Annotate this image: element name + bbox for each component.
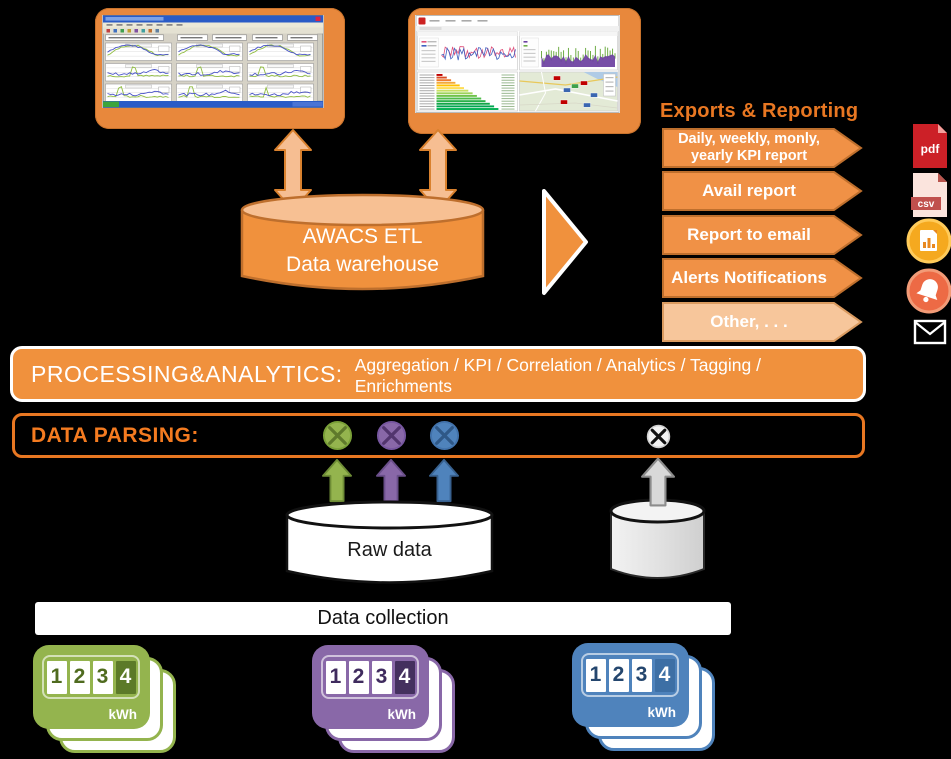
- meter-digit: 2: [608, 658, 629, 692]
- export-item-other: Other, . . .: [662, 302, 863, 342]
- alert-bell-icon: [906, 268, 951, 314]
- raw-data-cylinder: Raw data: [285, 499, 494, 592]
- flow-right-arrow-icon: [542, 189, 588, 295]
- exports-title: Exports & Reporting: [660, 100, 859, 122]
- data-parsing-banner: DATA PARSING:: [12, 413, 865, 458]
- meter-digit: 1: [46, 660, 67, 694]
- svg-text:pdf: pdf: [921, 142, 941, 156]
- meter-card-front: 1 2 3 4 kWh: [572, 643, 689, 727]
- meter-card-front: 1 2 3 4 kWh: [312, 645, 429, 729]
- meter-unit-label: kWh: [387, 707, 417, 722]
- export-item-report-email: Report to email: [662, 215, 863, 255]
- data-parsing-title: DATA PARSING:: [31, 423, 199, 447]
- processing-analytics-banner: PROCESSING&ANALYTICS: Aggregation / KPI …: [10, 346, 866, 402]
- blue-parser-icon: [429, 420, 460, 451]
- meter-digit: 3: [371, 660, 392, 694]
- purple-meter-stack: 1 2 3 4 kWh: [312, 645, 457, 755]
- export-item-alerts: Alerts Notifications: [662, 258, 863, 298]
- blue-up-arrow-icon: [429, 458, 459, 503]
- csv-file-icon: csv: [911, 173, 947, 217]
- meter-digit: 3: [92, 660, 113, 694]
- gray-up-arrow-icon: [641, 457, 675, 507]
- analytics-dashboard-screenshot: [408, 8, 641, 134]
- export-label-line1: Daily, weekly, monly,: [678, 131, 820, 148]
- meter-digit: 4: [654, 658, 675, 692]
- cylinder-shape: [240, 193, 485, 291]
- export-item-label: Daily, weekly, monly, yearly KPI report: [662, 128, 836, 168]
- email-envelope-icon: [913, 319, 947, 345]
- svg-text:csv: csv: [918, 199, 935, 210]
- green-parser-icon: [322, 420, 353, 451]
- meter-digit: 4: [394, 660, 415, 694]
- arrow-banner-shape: [662, 302, 863, 342]
- green-up-arrow-icon: [322, 458, 352, 503]
- meter-digit-display: 1 2 3 4: [581, 653, 679, 697]
- meter-card-front: 1 2 3 4 kWh: [33, 645, 150, 729]
- chart-report-icon: [906, 218, 951, 264]
- meter-digit: 3: [631, 658, 652, 692]
- data-collection-bar: Data collection: [35, 602, 731, 635]
- export-item-label: Alerts Notifications: [671, 268, 827, 288]
- legacy-charts-thumbnail: [102, 15, 324, 108]
- meter-digit: 2: [348, 660, 369, 694]
- green-meter-stack: 1 2 3 4 kWh: [33, 645, 178, 755]
- external-data-cylinder: [609, 498, 706, 579]
- meter-unit-label: kWh: [647, 705, 677, 720]
- arrow-banner-shape: [662, 215, 863, 255]
- data-collection-label: Data collection: [317, 607, 449, 629]
- export-item-label: Report to email: [687, 225, 811, 245]
- meter-digit: 1: [325, 660, 346, 694]
- legacy-charts-screenshot: [95, 8, 345, 129]
- raw-data-label: Raw data: [347, 539, 432, 561]
- purple-parser-icon: [376, 420, 407, 451]
- pdf-file-icon: pdf: [913, 124, 947, 168]
- generic-parser-icon: [646, 424, 671, 449]
- export-item-avail-report: Avail report: [662, 171, 863, 211]
- meter-digit: 1: [585, 658, 606, 692]
- export-item-label: Avail report: [702, 181, 796, 201]
- meter-digit: 2: [69, 660, 90, 694]
- meter-digit-display: 1 2 3 4: [42, 655, 140, 699]
- meter-digit-display: 1 2 3 4: [321, 655, 419, 699]
- processing-title: PROCESSING&ANALYTICS:: [31, 360, 343, 387]
- warehouse-title-line1: AWACS ETL: [302, 225, 423, 248]
- purple-up-arrow-icon: [376, 458, 406, 503]
- meter-unit-label: kWh: [108, 707, 138, 722]
- export-item-kpi-report: Daily, weekly, monly, yearly KPI report: [662, 128, 863, 168]
- arrow-banner-shape: [662, 171, 863, 211]
- export-item-label: Other, . . .: [710, 312, 788, 332]
- meter-digit: 4: [115, 660, 136, 694]
- blue-meter-stack: 1 2 3 4 kWh: [572, 643, 717, 753]
- arrow-banner-shape: [662, 258, 863, 298]
- cylinder-shape: [285, 500, 494, 584]
- warehouse-title-line2: Data warehouse: [286, 253, 439, 276]
- analytics-dashboard-thumbnail: [415, 15, 620, 113]
- export-label-line2: yearly KPI report: [690, 148, 808, 164]
- arrow-banner-shape: [662, 128, 863, 168]
- processing-detail: Aggregation / KPI / Correlation / Analyt…: [354, 354, 761, 396]
- data-warehouse-cylinder: AWACS ETL Data warehouse: [240, 190, 485, 302]
